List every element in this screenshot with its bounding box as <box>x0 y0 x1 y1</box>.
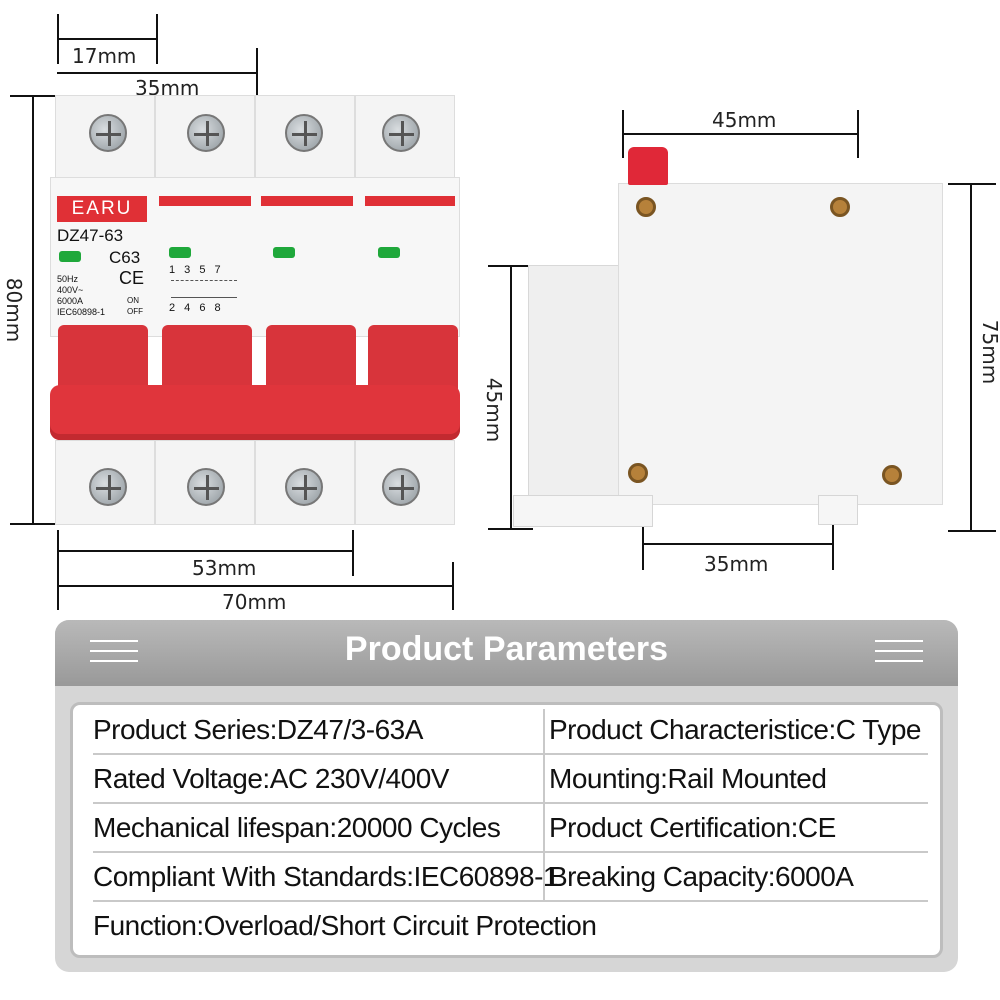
function-cell: Function:Overload/Short Circuit Protecti… <box>93 910 597 941</box>
dim-label-45mm-top: 45mm <box>712 108 777 132</box>
screw-icon <box>285 114 323 152</box>
switch-handle[interactable] <box>58 325 148 395</box>
indicator-led <box>378 247 400 258</box>
dim-line-45mm-top <box>622 133 859 135</box>
table-col-divider <box>543 709 545 901</box>
table-cell: Mounting:Rail Mounted <box>549 763 827 794</box>
capacity-text: 6000A <box>57 296 84 306</box>
breaker-face-plate: EARU DZ47-63 C63 CE 50Hz 400V~ 6000A IEC… <box>50 177 460 337</box>
dim-label-17mm: 17mm <box>72 44 137 68</box>
dim-tick-80mm-top <box>10 95 60 97</box>
dim-label-70mm: 70mm <box>222 590 287 614</box>
dim-line-17mm <box>57 38 158 40</box>
on-text: ON <box>127 296 139 305</box>
switch-handle-assembly[interactable] <box>50 325 460 450</box>
standard-text: IEC60898-1 <box>57 307 106 317</box>
dim-tick-75mm-top <box>948 183 996 185</box>
freq-text: 50Hz <box>57 274 79 284</box>
din-clip[interactable] <box>513 495 653 527</box>
table-cell: Breaking Capacity:6000A <box>549 861 854 892</box>
screw-icon <box>187 114 225 152</box>
rivet-icon <box>882 465 902 485</box>
table-row-divider <box>93 753 928 755</box>
product-parameters-panel: Product Parameters Product Series:DZ47/3… <box>55 620 958 972</box>
dim-line-75mm <box>970 183 972 532</box>
pole-bottom-4 <box>355 440 455 525</box>
params-table: Product Series:DZ47/3-63A Product Charac… <box>70 702 943 958</box>
voltage-text: 400V~ <box>57 285 84 295</box>
decor-lines-icon <box>90 640 138 664</box>
dim-line-35mm-side <box>642 543 834 545</box>
din-clip[interactable] <box>818 495 858 525</box>
dim-line-70mm <box>57 585 454 587</box>
dim-label-53mm: 53mm <box>192 556 257 580</box>
table-cell: Compliant With Standards:IEC60898-1 <box>93 861 558 892</box>
rivet-icon <box>628 463 648 483</box>
screw-icon <box>187 468 225 506</box>
dim-tick-53mm-right <box>352 530 354 576</box>
dim-label-35mm-side: 35mm <box>704 552 769 576</box>
wiring-diagram-icon <box>171 280 237 298</box>
table-row-divider <box>93 802 928 804</box>
dim-tick-80mm-bottom <box>10 523 60 525</box>
screw-icon <box>382 114 420 152</box>
side-body-upper <box>618 183 943 505</box>
pole-red-stripe <box>365 196 455 206</box>
dim-line-35mm <box>57 72 258 74</box>
off-text: OFF <box>127 307 143 316</box>
table-cell: Product Characteristice:C Type <box>549 714 921 745</box>
trip-knob-icon[interactable] <box>628 147 668 185</box>
switch-handle[interactable] <box>368 325 458 395</box>
indicator-led <box>59 251 81 262</box>
pole-red-stripe <box>261 196 353 206</box>
table-cell: Product Series:DZ47/3-63A <box>93 714 423 745</box>
table-row-divider <box>93 851 928 853</box>
table-cell: Rated Voltage:AC 230V/400V <box>93 763 449 794</box>
table-cell: Product Certification:CE <box>549 812 836 843</box>
pole-red-stripe <box>159 196 251 206</box>
screw-icon <box>285 468 323 506</box>
screw-icon <box>382 468 420 506</box>
decor-lines-icon <box>875 640 923 664</box>
screw-icon <box>89 114 127 152</box>
dim-tick-35mm-side-left <box>642 520 644 570</box>
dim-label-75mm: 75mm <box>978 319 1000 385</box>
indicator-led <box>273 247 295 258</box>
switch-handle[interactable] <box>266 325 356 395</box>
dim-tick-35mm-side-right <box>832 520 834 570</box>
dim-tick-75mm-bottom <box>948 530 996 532</box>
rivet-icon <box>830 197 850 217</box>
ce-mark: CE <box>119 268 145 288</box>
dim-label-45mm-v: 45mm <box>482 377 507 443</box>
rivet-icon <box>636 197 656 217</box>
dim-line-45mm-v <box>510 265 512 530</box>
terminals-bottom-text: 2 4 6 8 <box>169 302 224 314</box>
tie-bar[interactable] <box>50 385 460 440</box>
model-text: DZ47-63 <box>57 226 124 245</box>
panel-header: Product Parameters <box>55 620 958 686</box>
indicator-led <box>169 247 191 258</box>
breaker-side-view <box>513 145 943 530</box>
screw-icon <box>89 468 127 506</box>
table-cell: Mechanical lifespan:20000 Cycles <box>93 812 501 843</box>
terminals-top-text: 1 3 5 7 <box>169 264 224 276</box>
breaker-front-view: EARU DZ47-63 C63 CE 50Hz 400V~ 6000A IEC… <box>50 95 460 525</box>
dim-line-80mm <box>32 95 34 525</box>
switch-handle[interactable] <box>162 325 252 395</box>
dim-label-80mm: 80mm <box>2 277 27 343</box>
dim-tick-53mm-left <box>57 530 59 610</box>
table-row-divider <box>93 900 928 902</box>
panel-title: Product Parameters <box>344 630 669 668</box>
brand-logo: EARU <box>57 196 147 222</box>
dim-line-53mm <box>57 550 354 552</box>
rating-text: C63 <box>109 248 141 267</box>
